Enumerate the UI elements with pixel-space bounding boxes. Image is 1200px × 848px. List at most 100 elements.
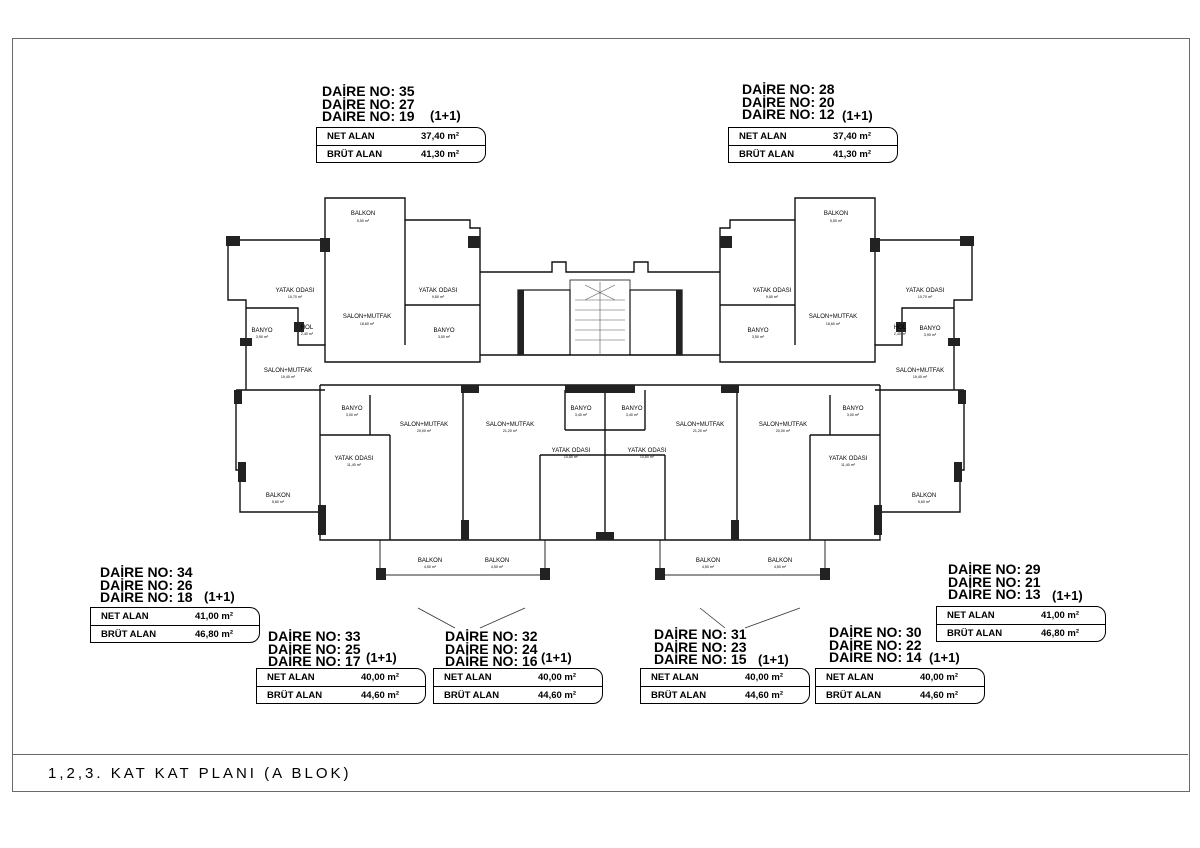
- room-label: SALON+MUTFAK: [486, 422, 534, 428]
- room-area: 4,50 m²: [424, 565, 437, 569]
- room-area: 19,40 m²: [913, 375, 928, 379]
- room-label: HOL: [301, 325, 314, 331]
- room-label: YATAK ODASI: [419, 288, 458, 294]
- room-area: 3,50 m²: [438, 335, 451, 339]
- room-label: SALON+MUTFAK: [759, 422, 807, 428]
- room-area: 3,50 m²: [752, 335, 765, 339]
- room-label: SALON+MUTFAK: [809, 314, 857, 320]
- room-area: 4,50 m²: [774, 565, 787, 569]
- room-label: YATAK ODASI: [276, 288, 315, 294]
- room-area: 9,80 m²: [766, 295, 779, 299]
- room-area: 3,90 m²: [256, 335, 269, 339]
- room-label: BALKON: [485, 558, 509, 564]
- room-area: 18,60 m²: [360, 322, 375, 326]
- room-area: 11,40 m²: [841, 463, 856, 467]
- room-area: 10,80 m²: [640, 455, 655, 459]
- room-label: BANYO: [341, 406, 362, 412]
- room-label: YATAK ODASI: [906, 288, 945, 294]
- room-label: YATAK ODASI: [335, 456, 374, 462]
- room-label: YATAK ODASI: [552, 448, 591, 454]
- room-label: YATAK ODASI: [829, 456, 868, 462]
- room-label: BANYO: [433, 328, 454, 334]
- room-area: 4,50 m²: [702, 565, 715, 569]
- room-label: BALKON: [696, 558, 720, 564]
- room-area: 5,60 m²: [272, 500, 285, 504]
- unit-type: (1+1): [541, 650, 572, 665]
- room-area: 3,90 m²: [924, 333, 937, 337]
- room-label: YATAK ODASI: [753, 288, 792, 294]
- room-label: BALKON: [418, 558, 442, 564]
- room-label: SALON+MUTFAK: [400, 422, 448, 428]
- unit-type: (1+1): [366, 650, 397, 665]
- room-area: 4,50 m²: [491, 565, 504, 569]
- room-label: YATAK ODASI: [628, 448, 667, 454]
- room-area: 10,80 m²: [564, 455, 579, 459]
- room-area: 11,40 m²: [347, 463, 362, 467]
- stairs: [575, 282, 625, 355]
- room-area: 2,40 m²: [301, 332, 314, 336]
- room-label: BALKON: [266, 493, 290, 499]
- room-label: BANYO: [842, 406, 863, 412]
- room-label: SALON+MUTFAK: [896, 368, 944, 374]
- room-area: 2,40 m²: [894, 332, 907, 336]
- room-area: 3,00 m²: [346, 413, 359, 417]
- room-area: 18,60 m²: [826, 322, 841, 326]
- columns: [226, 236, 974, 580]
- room-label: BALKON: [768, 558, 792, 564]
- pointer-lines: [417, 607, 801, 629]
- room-area: 3,40 m²: [626, 413, 639, 417]
- drawing-title: 1,2,3. KAT KAT PLANI (A BLOK): [48, 765, 352, 782]
- room-label: BANYO: [747, 328, 768, 334]
- room-label: BANYO: [621, 406, 642, 412]
- room-label: BANYO: [570, 406, 591, 412]
- room-area: 20,00 m²: [776, 429, 791, 433]
- room-area: 5,50 m²: [830, 219, 843, 223]
- drawing-frame: [12, 38, 1190, 792]
- room-area: 20,00 m²: [417, 429, 432, 433]
- unit-type: (1+1): [842, 108, 873, 123]
- room-area: 10,70 m²: [918, 295, 933, 299]
- room-area: 5,50 m²: [357, 219, 370, 223]
- room-area: 19,40 m²: [281, 375, 296, 379]
- room-area: 21,20 m²: [503, 429, 518, 433]
- unit-type: (1+1): [1052, 588, 1083, 603]
- unit-type: (1+1): [929, 650, 960, 665]
- room-label: HOL: [894, 325, 907, 331]
- title-block: 1,2,3. KAT KAT PLANI (A BLOK): [12, 754, 1188, 791]
- room-area: 3,00 m²: [847, 413, 860, 417]
- room-label: BANYO: [919, 326, 940, 332]
- room-area: 3,40 m²: [575, 413, 588, 417]
- room-label: SALON+MUTFAK: [264, 368, 312, 374]
- room-label: BALKON: [912, 493, 936, 499]
- unit-type: (1+1): [758, 652, 789, 667]
- room-label: SALON+MUTFAK: [343, 314, 391, 320]
- room-area: 21,20 m²: [693, 429, 708, 433]
- room-label: BALKON: [351, 211, 375, 217]
- room-area: 10,70 m²: [288, 295, 303, 299]
